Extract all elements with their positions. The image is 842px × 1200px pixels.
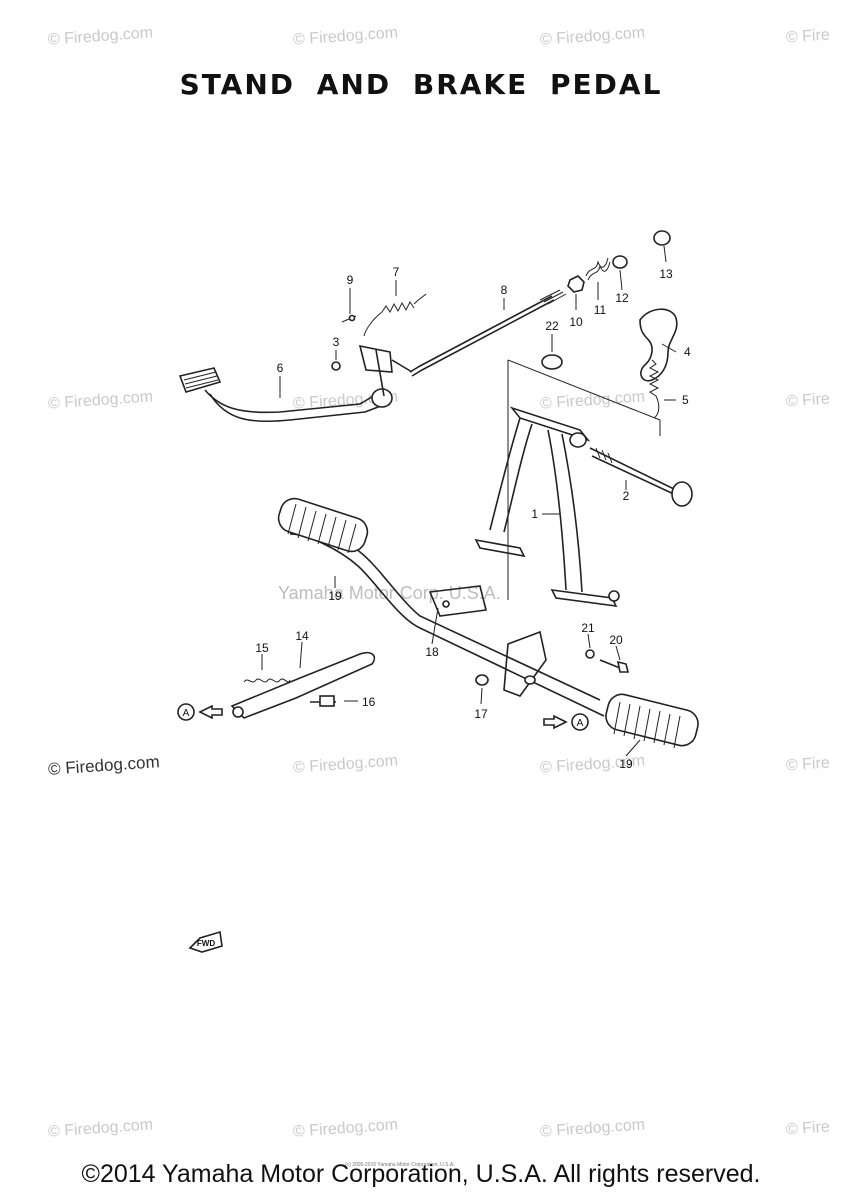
part-labels: 1 2 3 4 5 6 7 8 9 10 11 12 13 14 15 16 1… xyxy=(255,265,691,771)
center-watermark: Yamaha Motor Corp. U.S.A. xyxy=(278,583,501,603)
forward-indicator: FWD xyxy=(188,930,223,953)
tiny-credit: (c) 2005-2015 Yamaha Motor Corporation, … xyxy=(345,1162,455,1168)
spring-pin-drawing xyxy=(341,293,427,337)
part-label-11: 11 xyxy=(594,303,607,317)
part-label-9: 9 xyxy=(347,273,354,287)
part-label-21: 21 xyxy=(581,621,595,635)
bolt-washer-drawing xyxy=(475,649,630,686)
spring-hook-drawing xyxy=(639,308,678,419)
part-label-17: 17 xyxy=(474,707,488,721)
part-label-19: 19 xyxy=(328,589,342,603)
ref-marker-label: A xyxy=(577,718,584,729)
part-label-5: 5 xyxy=(682,393,689,407)
nut-spring-group-drawing xyxy=(567,230,671,293)
ref-marker-label: A xyxy=(183,708,190,719)
brake-rod-drawing xyxy=(409,289,567,377)
fwd-label: FWD xyxy=(197,939,215,948)
part-label-1: 1 xyxy=(531,507,538,521)
part-label-8: 8 xyxy=(501,283,508,297)
part-label-4: 4 xyxy=(684,345,691,359)
part-label-7: 7 xyxy=(393,265,400,279)
side-stand-drawing xyxy=(230,651,376,719)
brake-pedal-drawing xyxy=(178,344,413,423)
part-label-14: 14 xyxy=(295,629,309,643)
part-label-6: 6 xyxy=(277,361,284,375)
stopper-drawing xyxy=(541,340,563,370)
part-label-19: 19 xyxy=(619,757,633,771)
part-label-16: 16 xyxy=(362,695,376,709)
reference-arrows: A A xyxy=(177,703,589,731)
part-label-3: 3 xyxy=(333,335,340,349)
part-label-22: 22 xyxy=(545,319,559,333)
part-label-20: 20 xyxy=(609,633,623,647)
part-label-2: 2 xyxy=(623,489,630,503)
stand-shaft-drawing xyxy=(589,447,693,507)
copyright-footer: ©2014 Yamaha Motor Corporation, U.S.A. A… xyxy=(81,1160,761,1188)
part-label-18: 18 xyxy=(425,645,439,659)
part-label-12: 12 xyxy=(615,291,629,305)
main-stand-drawing xyxy=(474,359,661,607)
footrest-bar-drawing xyxy=(277,497,699,749)
part-label-15: 15 xyxy=(255,641,269,655)
leader-lines xyxy=(261,245,677,757)
part-label-10: 10 xyxy=(569,315,583,329)
page-title: STAND AND BRAKE PEDAL xyxy=(179,68,663,101)
part-label-13: 13 xyxy=(659,267,673,281)
